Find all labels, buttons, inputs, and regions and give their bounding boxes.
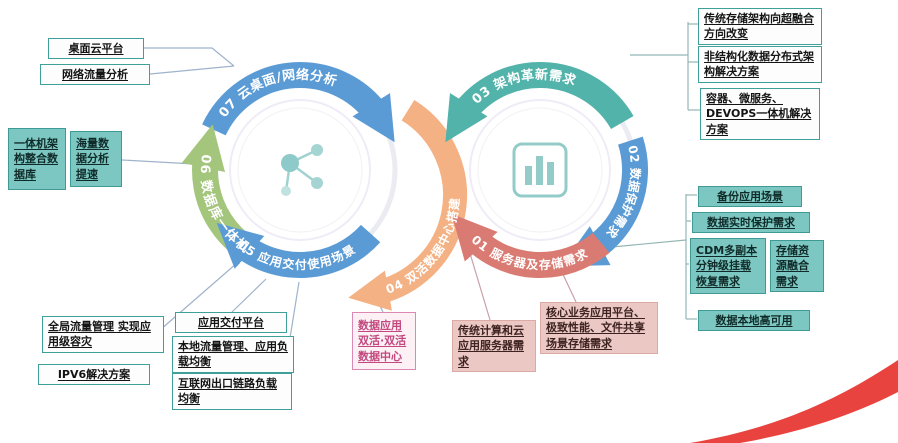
label-appliance-db: 一体机架构整合数据库	[8, 128, 66, 190]
label-app-delivery: 应用交付平台	[175, 312, 287, 334]
label-cdm: CDM多副本分钟级挂载恢复需求	[690, 238, 766, 294]
bar-chart-icon	[512, 142, 568, 198]
label-local-ha: 数据本地高可用	[698, 310, 810, 332]
label-container: 容器、微服务、DEVOPS一体机解决方案	[700, 88, 820, 141]
label-mass-data: 海量数据分析提速	[70, 131, 122, 187]
label-ipv6: IPV6解决方案	[38, 364, 150, 386]
arc-07-cloud-desktop	[202, 62, 395, 143]
connector-line	[149, 65, 235, 75]
label-traditional-compute: 传统计算和云应用服务器需求	[452, 320, 536, 373]
arc-05-app-delivery	[216, 222, 381, 279]
label-storage-hci: 传统存储架构向超融合方向改变	[698, 8, 822, 45]
label-desktop-cloud: 桌面云平台	[48, 38, 144, 60]
share-network-icon	[281, 144, 323, 196]
label-dual-active: 数据应用双活·双活数据中心	[352, 312, 416, 370]
right-hub	[477, 107, 603, 233]
label-unstructured: 非结构化数据分布式架构解决方案	[698, 46, 822, 83]
connector-line	[159, 262, 238, 331]
connector-line	[468, 249, 491, 321]
connector-lines-right	[611, 22, 700, 320]
arc-04-active-active-dc	[348, 100, 468, 311]
arc-03-architecture-revolution	[445, 61, 634, 143]
connector-line	[289, 281, 300, 339]
connector-line	[144, 47, 235, 67]
connector-line	[231, 278, 267, 313]
red-swoosh-arrow	[690, 360, 898, 443]
label-global-traffic: 全局流量管理 实现应用级容灾	[42, 316, 164, 353]
label-network-traffic: 网络流量分析	[40, 64, 150, 86]
label-core-business: 核心业务应用平台、极致性能、文件共享场景存储需求	[540, 302, 658, 355]
connector-lines-left	[121, 47, 384, 339]
arc-01-server-storage	[451, 213, 610, 279]
label-realtime-protect: 数据实时保护需求	[692, 212, 810, 234]
label-internet-link: 互联网出口链路负载均衡	[172, 373, 292, 410]
label-storage-fusion: 存储资源融合需求	[770, 240, 824, 293]
label-local-traffic: 本地流量管理、应用负载均衡	[172, 336, 294, 373]
label-backup: 备份应用场景	[698, 186, 802, 208]
left-hub	[237, 107, 363, 233]
connector-line	[611, 239, 687, 248]
connector-line	[121, 159, 195, 165]
